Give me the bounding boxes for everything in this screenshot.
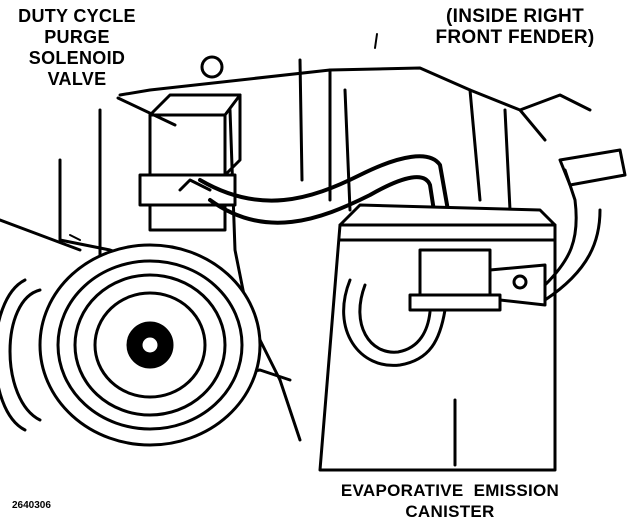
vapor-line [543,148,627,302]
location-label: (INSIDE RIGHT FRONT FENDER) [410,6,620,48]
location-label-line: FRONT FENDER) [435,27,595,48]
engine-marker [69,234,81,241]
purge-valve-label: DUTY CYCLE PURGE SOLENOID VALVE [2,6,152,90]
engine-marker [374,33,378,49]
purge-valve-label-line: VALVE [47,69,107,89]
canister-label: EVAPORATIVE EMISSION CANISTER [300,480,600,522]
evaporative-canister [318,203,557,472]
figure-id: 2640306 [12,500,51,511]
location-label-line: (INSIDE RIGHT [446,6,584,27]
purge-valve-label-line: SOLENOID [28,48,126,68]
purge-valve-label-line: DUTY CYCLE [18,6,136,26]
purge-hose [198,154,457,252]
compressor-pulley [0,243,262,447]
purge-leader-line [116,96,177,127]
canister-label-line: CANISTER [405,502,495,521]
purge-valve-label-line: PURGE [44,27,110,47]
canister-label-line: EVAPORATIVE EMISSION [340,481,560,500]
